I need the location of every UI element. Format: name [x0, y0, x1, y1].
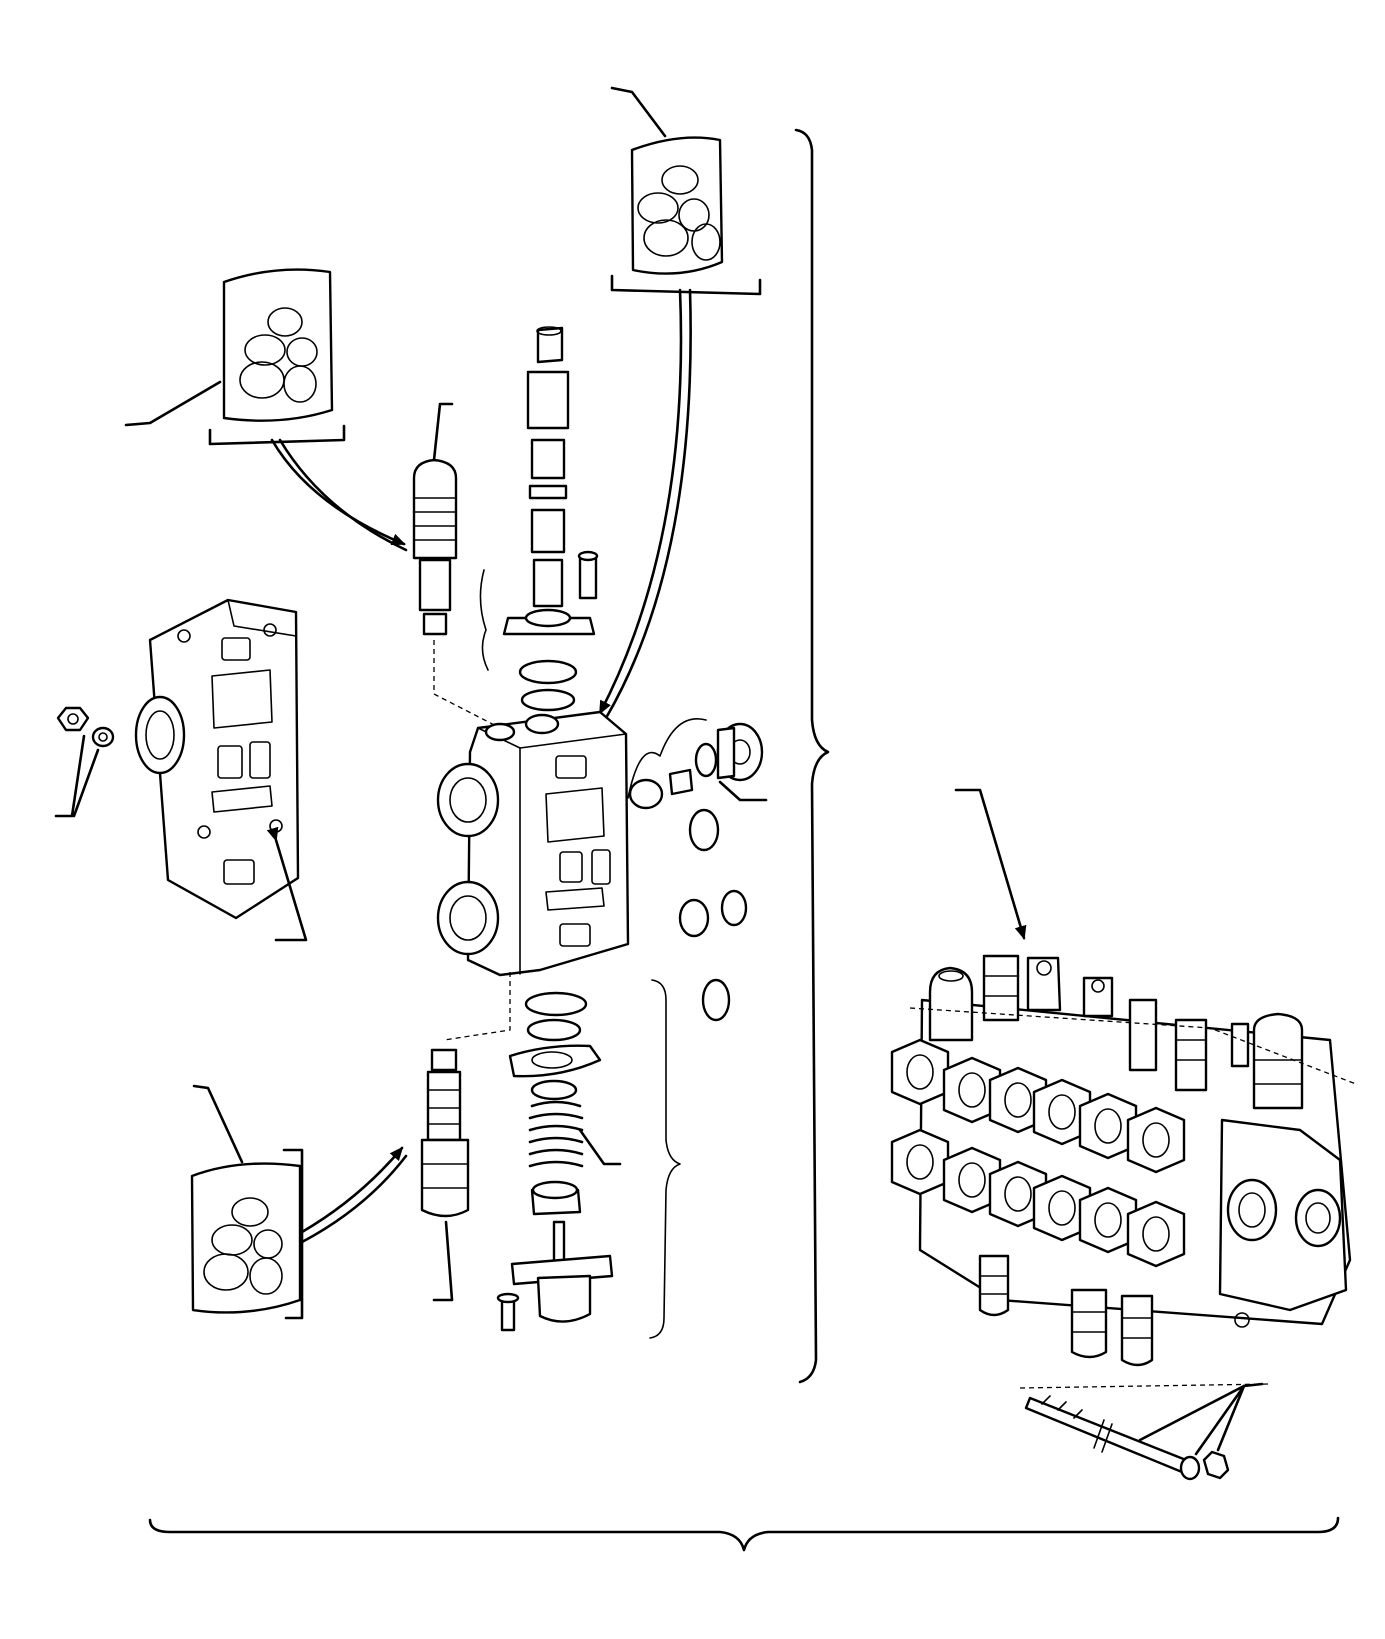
seal-kit-bottom: [190, 1084, 304, 1320]
braces: [148, 128, 1340, 1552]
spool: [479, 326, 599, 671]
loose-o-rings: [678, 808, 748, 1022]
assembled-control-valve: [890, 788, 1357, 1389]
tie-rod: [1024, 1382, 1264, 1481]
upper-seals: [518, 659, 578, 712]
seal-kit-top: [610, 86, 762, 296]
lower-seals: [508, 991, 602, 1078]
valve-section-body: [436, 710, 630, 977]
centering-spring: [528, 1079, 622, 1216]
seal-kit-left: [124, 268, 346, 446]
bottom-cap: [496, 1220, 614, 1332]
relief-cartridge-bottom: [420, 972, 511, 1302]
relief-cartridge-top: [412, 402, 505, 731]
nut-and-washer: [54, 706, 115, 818]
end-cover: [134, 598, 308, 942]
kit-arrows: [270, 288, 692, 1244]
check-valve: [627, 718, 768, 810]
